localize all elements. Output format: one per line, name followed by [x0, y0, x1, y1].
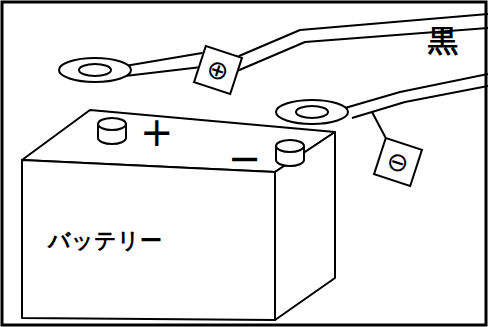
- minus-mark: −: [228, 138, 262, 178]
- positive-terminal-top: [98, 118, 126, 130]
- negative-cable: [345, 74, 488, 118]
- battery-front: [22, 160, 275, 320]
- positive-cable: [225, 14, 488, 74]
- negative-clamp-ring: [276, 100, 348, 124]
- battery-side: [275, 132, 335, 320]
- plus-mark: +: [140, 112, 174, 152]
- negative-clamp-hole: [296, 106, 328, 118]
- negative-terminal-top: [276, 140, 304, 152]
- wire-color-label: 黒: [428, 26, 458, 56]
- positive-clamp-ring: [59, 58, 131, 82]
- battery-label: バッテリー: [48, 230, 162, 252]
- frame: [2, 2, 486, 325]
- positive-clamp-hole: [79, 64, 111, 76]
- negative-tag: ⊖: [373, 137, 423, 187]
- tag-symbol: ⊖: [384, 146, 413, 177]
- tag-symbol: ⊕: [204, 54, 233, 85]
